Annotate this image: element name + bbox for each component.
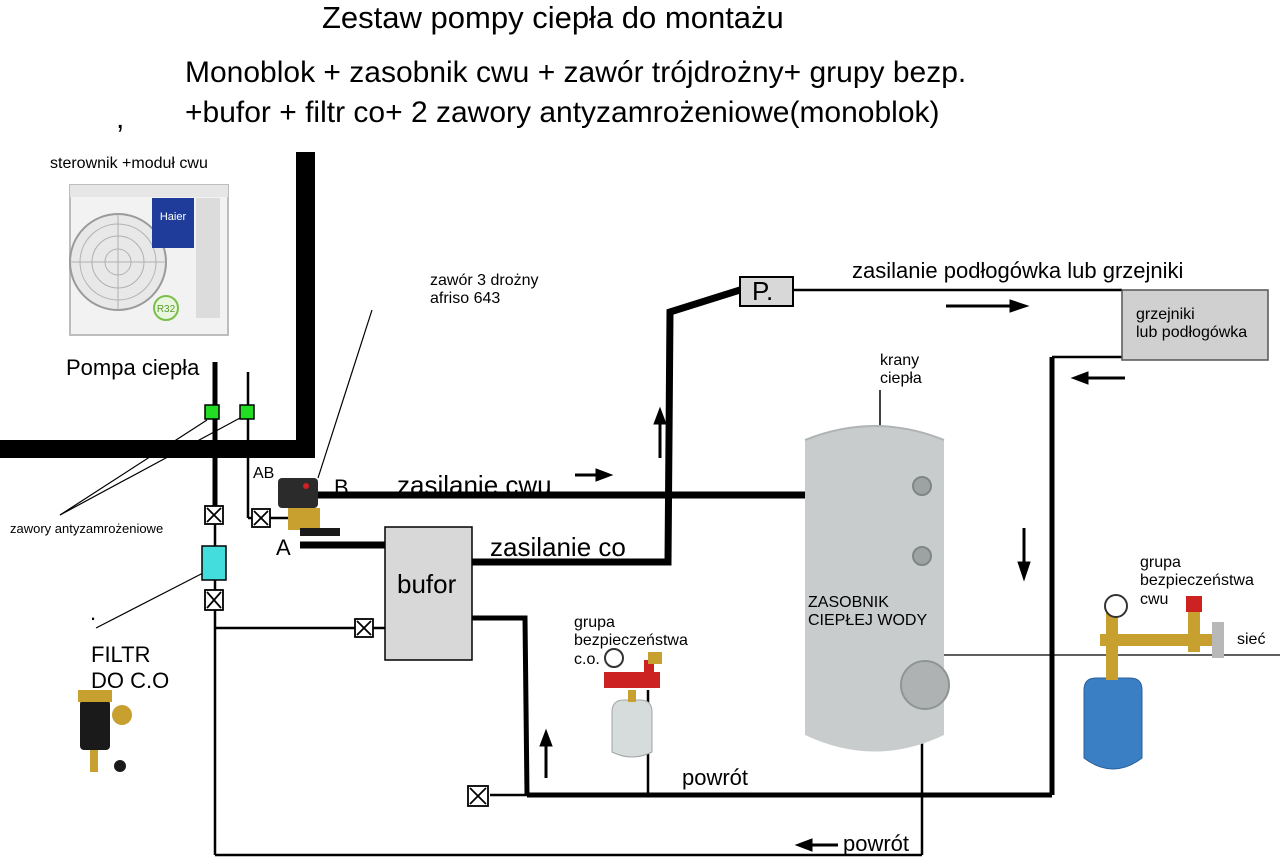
taps-label: krany ciepła — [880, 352, 922, 388]
return-label-middle: powrót — [682, 765, 749, 790]
radiators-box — [1121, 289, 1269, 361]
arrow-left-icon — [1070, 371, 1125, 385]
port-a-label: A — [276, 535, 291, 560]
antifreeze-valves-label: zawory antyzamrożeniowe — [10, 521, 164, 536]
ball-valve-icon — [251, 508, 271, 528]
pressure-gauge-icon — [1104, 594, 1128, 618]
filter-block — [201, 545, 227, 581]
arrow-right-icon — [946, 299, 1030, 313]
filter-label: FILTR DO C.O — [91, 642, 170, 694]
co-safety-group-label: grupa bezpieczeństwa c.o. — [574, 614, 688, 668]
radiators-label: grzejniki lub podłogówka — [1136, 306, 1248, 342]
three-way-valve-label: zawór 3 drożny afriso 643 — [430, 272, 539, 308]
co-supply-pipe — [472, 286, 742, 566]
pressure-gauge-icon — [604, 648, 624, 668]
stray-comma: , — [116, 102, 125, 135]
heat-pump-label: Pompa ciepła — [66, 355, 200, 380]
arrow-up-icon — [653, 406, 667, 458]
r32-badge-text: R32 — [157, 304, 176, 315]
antifreeze-valve-right — [239, 404, 255, 420]
arrow-right-icon — [575, 468, 614, 482]
circulation-pump — [739, 276, 794, 307]
port-b-label: B — [334, 475, 349, 500]
filter-device-image — [78, 690, 132, 772]
dhw-supply-label: zasilanie cwu — [397, 470, 552, 500]
brand-logo: Haier — [160, 211, 187, 223]
dhw-tank — [804, 425, 950, 752]
stray-dot: . — [90, 600, 97, 625]
arrow-down-icon — [1017, 528, 1031, 582]
dhw-safety-group-label: grupa bezpieczeństwa cwu — [1140, 554, 1254, 608]
port-ab-label: AB — [253, 465, 275, 482]
subtitle-line-1: Monoblok + zasobnik cwu + zawór trójdroż… — [185, 56, 967, 89]
mains-label: sieć — [1237, 631, 1266, 648]
r32-badge-icon — [153, 295, 179, 321]
wall — [0, 152, 315, 458]
brand-panel — [152, 198, 194, 248]
floor-supply-label: zasilanie podłogówka lub grzejniki — [852, 258, 1184, 283]
flow-arrows — [539, 299, 1125, 852]
subtitle-line-2: +bufor + filtr co+ 2 zawory antyzamrożen… — [185, 96, 940, 129]
ball-valve-icon — [467, 785, 489, 807]
co-safety-group — [604, 648, 662, 758]
pump-label: P. — [752, 276, 774, 306]
page-title: Zestaw pompy ciepła do montażu — [322, 0, 784, 35]
dhw-safety-group — [1083, 594, 1224, 770]
heat-pump-unit: Haier R32 — [69, 184, 229, 336]
ball-valve-icon — [204, 589, 224, 611]
antifreeze-valve-left — [204, 404, 220, 420]
tank-port-icon — [912, 546, 932, 566]
arrow-left-icon — [794, 838, 838, 852]
three-way-valve — [278, 478, 340, 536]
heater-flange-icon — [900, 660, 950, 710]
ball-valves — [204, 505, 489, 807]
tank-port-icon — [912, 476, 932, 496]
controller-label: sterownik +moduł cwu — [50, 155, 208, 172]
ball-valve-icon — [354, 618, 374, 638]
ball-valve-icon — [204, 505, 224, 525]
buffer-outlet-pipe — [472, 615, 530, 796]
co-supply-label: zasilanie co — [490, 532, 626, 562]
buffer-label: bufor — [397, 569, 457, 599]
leader-lines — [59, 309, 373, 629]
return-label-bottom: powrót — [843, 831, 910, 856]
buffer-tank — [384, 526, 473, 661]
tank-label: ZASOBNIK CIEPŁEJ WODY — [808, 594, 928, 630]
arrow-up-icon — [539, 728, 553, 778]
